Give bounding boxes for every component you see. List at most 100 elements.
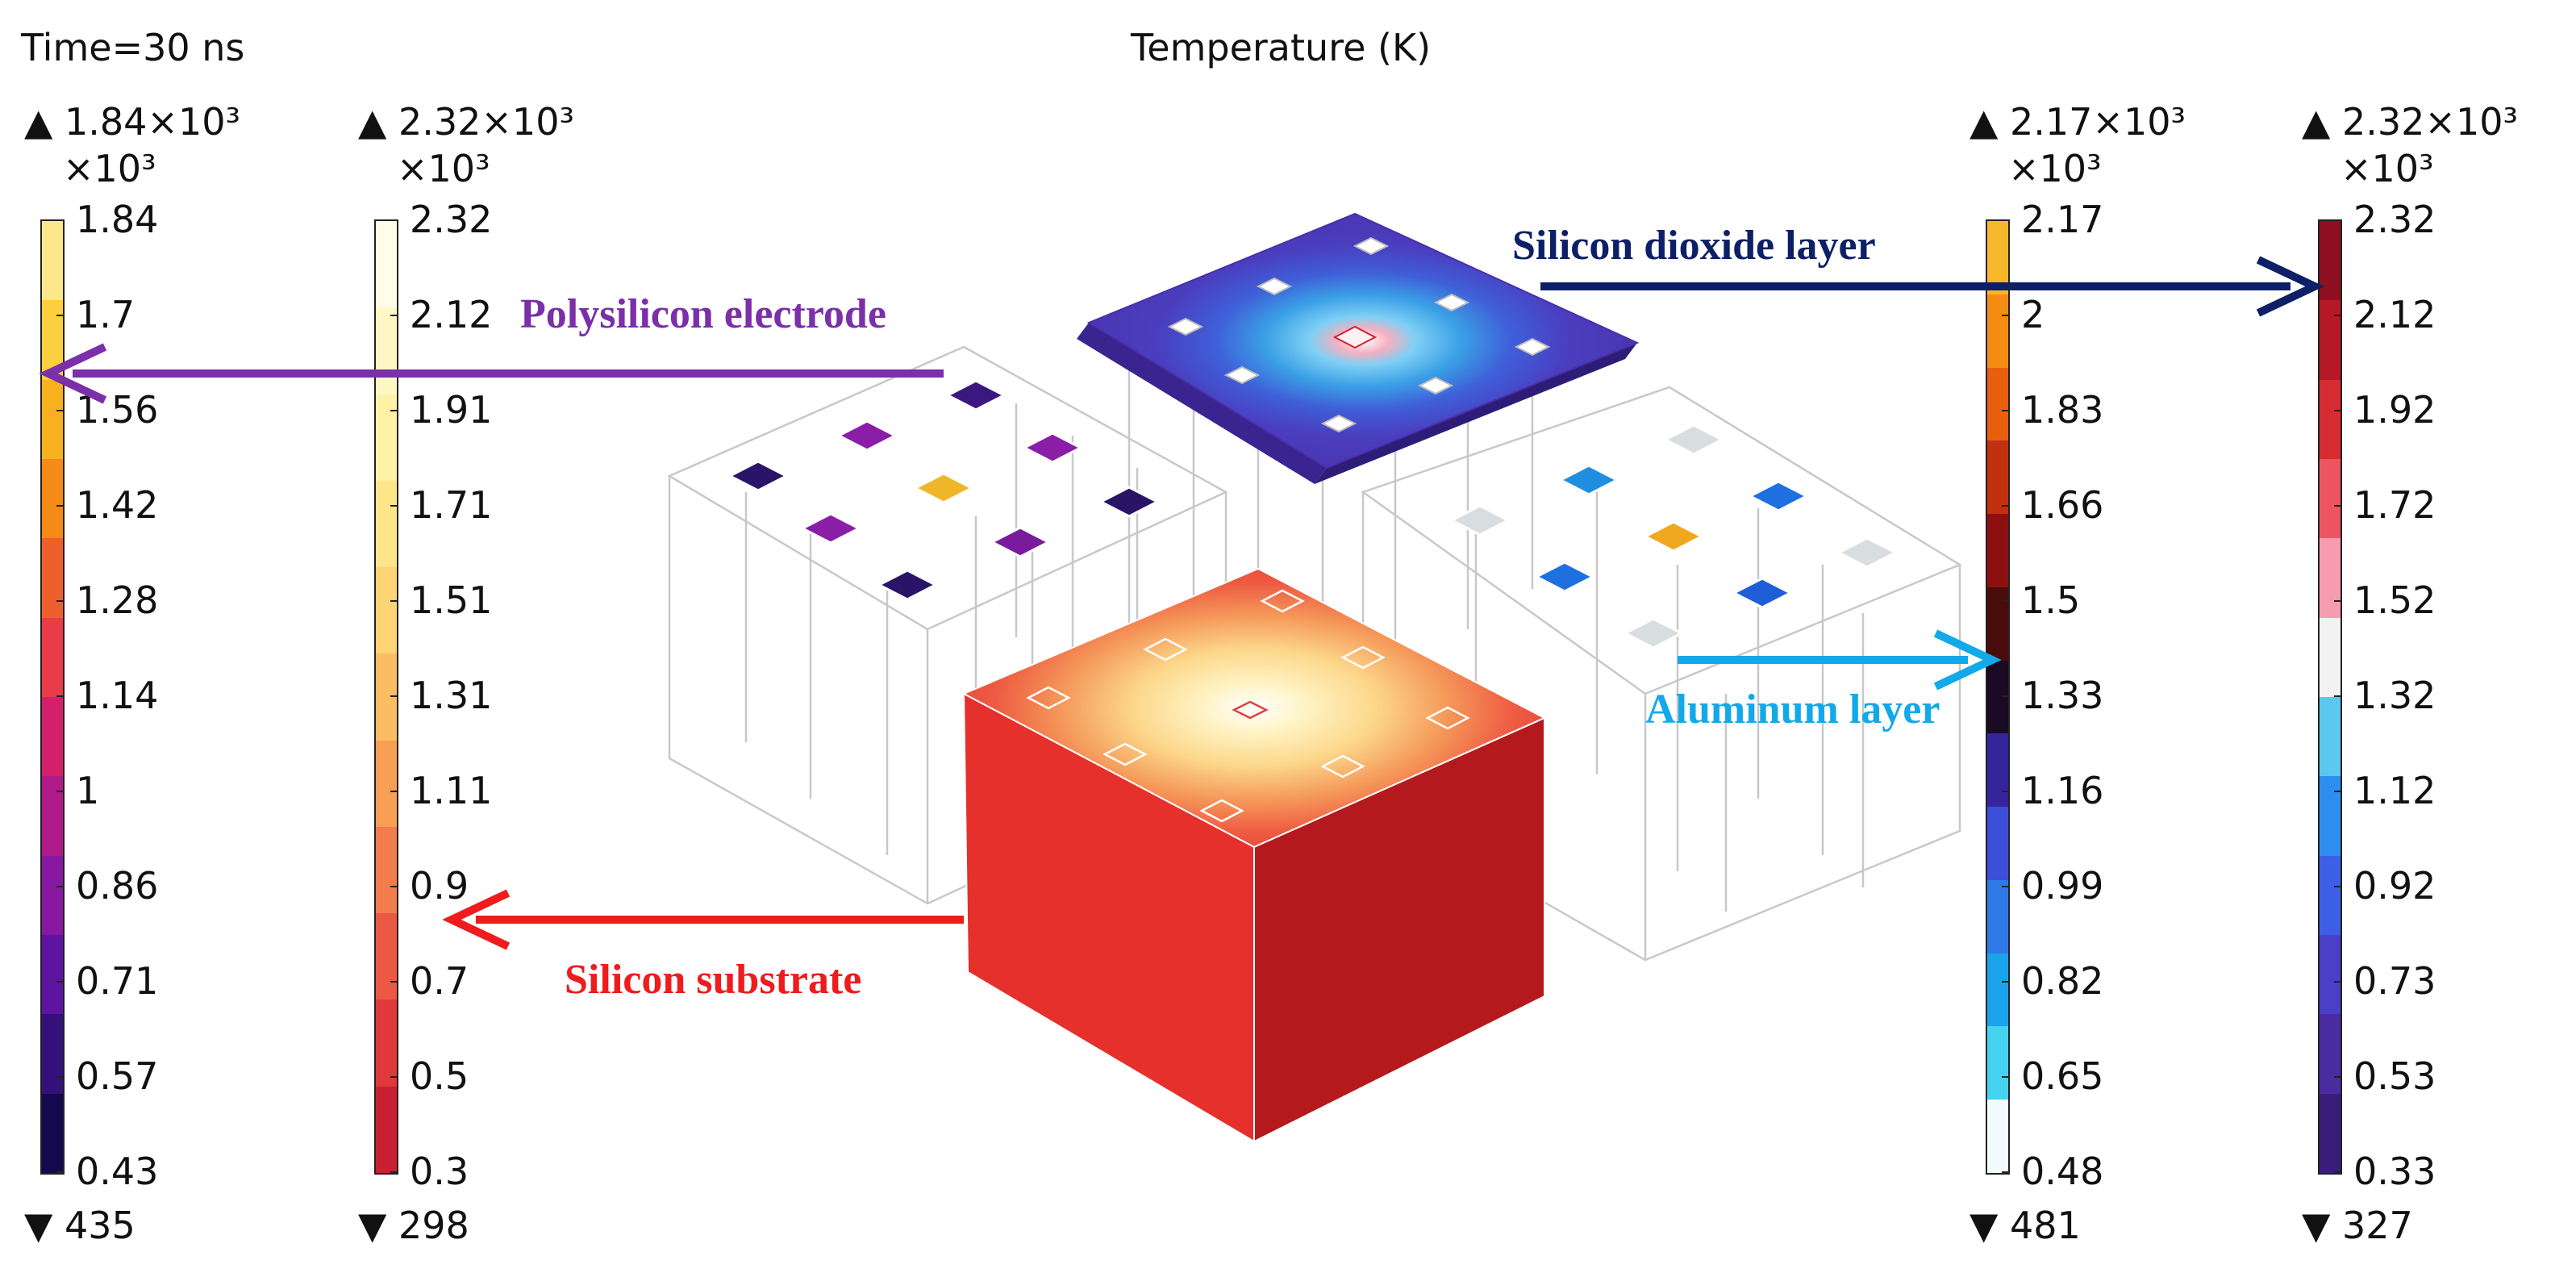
colorbar-tick-mark xyxy=(2334,315,2342,316)
colorbar-tick-mark xyxy=(56,1076,65,1078)
colorbar-multiplier: ×10³ xyxy=(2340,147,2434,190)
colorbar-tick-mark xyxy=(2002,981,2010,983)
colorbar-segment xyxy=(376,913,397,1000)
colorbar-tick-label: 0.7 xyxy=(410,959,469,1003)
colorbar-tick-mark xyxy=(2002,315,2010,316)
colorbar-tick-label: 0.86 xyxy=(76,864,159,908)
colorbar-tick-mark xyxy=(2002,886,2010,887)
aluminum-pads xyxy=(1448,424,1899,649)
colorbar-tick-mark xyxy=(56,600,65,602)
colorbar-tick-label: 1.42 xyxy=(76,483,159,527)
colorbar-segment xyxy=(1987,514,2008,588)
colorbar-segment xyxy=(2320,300,2340,381)
colorbar-tick-label: 2.17 xyxy=(2021,198,2104,241)
colorbar-segment xyxy=(376,480,397,568)
colorbar-segment xyxy=(42,776,63,857)
colorbar-tick-mark xyxy=(2334,1076,2342,1078)
colorbar-tick-label: 0.5 xyxy=(410,1054,469,1098)
colorbar-segment xyxy=(42,617,63,698)
colorbar-tick-mark xyxy=(390,886,398,887)
colorbar-segment xyxy=(376,826,397,914)
colorbar-segment xyxy=(1987,879,2008,954)
colorbar-tick-label: 0.48 xyxy=(2021,1150,2104,1193)
colorbar-tick-mark xyxy=(2002,410,2010,411)
colorbar-tick-label: 0.3 xyxy=(410,1150,469,1193)
colorbar-segment xyxy=(1987,586,2008,662)
colorbar-tick-label: 0.92 xyxy=(2353,864,2436,908)
colorbar-tick-label: 2 xyxy=(2021,293,2045,336)
polysilicon-arrow xyxy=(39,343,944,404)
colorbar-tick-label: 1.52 xyxy=(2353,578,2436,622)
colorbar-tick-label: 1 xyxy=(76,769,100,812)
time-label: Time=30 ns xyxy=(21,26,245,69)
colorbar-segment xyxy=(1987,733,2008,808)
colorbar-segment xyxy=(1987,440,2008,515)
colorbar-segment xyxy=(1987,1100,2008,1174)
colorbar-gradient xyxy=(374,219,398,1175)
colorbar-max-label: ▲ 2.17×10³ xyxy=(1970,100,2186,144)
colorbar-tick-mark xyxy=(2002,695,2010,697)
colorbar-segment xyxy=(2320,697,2340,777)
colorbar-tick-mark xyxy=(56,695,65,697)
colorbar-segment xyxy=(42,459,63,539)
colorbar-segment xyxy=(1987,953,2008,1027)
colorbar-multiplier: ×10³ xyxy=(63,147,156,190)
label-aluminum-layer: Aluminum layer xyxy=(1645,687,1940,732)
colorbar-tick-mark xyxy=(56,886,65,887)
colorbar-tick-mark xyxy=(390,315,398,316)
colorbar-tick-mark xyxy=(56,981,65,983)
colorbar-tick-label: 0.53 xyxy=(2353,1054,2436,1098)
colorbar-segment xyxy=(2320,459,2340,539)
colorbar-multiplier: ×10³ xyxy=(397,147,490,190)
colorbar-gradient xyxy=(1986,219,2010,1175)
colorbar-tick-label: 1.14 xyxy=(76,674,159,717)
colorbar-tick-label: 1.66 xyxy=(2021,483,2104,527)
colorbar-tick-mark xyxy=(390,505,398,507)
colorbar-tick-mark xyxy=(56,315,65,316)
colorbar-tick-label: 1.7 xyxy=(76,293,135,336)
colorbar-multiplier: ×10³ xyxy=(2008,147,2102,190)
colorbar-tick-mark xyxy=(2334,219,2342,221)
colorbar-tick-mark xyxy=(2334,695,2342,697)
colorbar-tick-mark xyxy=(2002,1171,2010,1173)
colorbar-segment xyxy=(42,221,63,301)
colorbar-segment xyxy=(1987,1026,2008,1100)
colorbar-tick-label: 0.33 xyxy=(2353,1150,2436,1193)
colorbar-tick-label: 1.91 xyxy=(410,388,493,432)
colorbar-segment xyxy=(42,379,63,460)
colorbar-tick-label: 1.12 xyxy=(2353,769,2436,812)
colorbar-segment xyxy=(42,1093,63,1174)
aluminum-arrow xyxy=(1678,629,2002,691)
colorbar-tick-mark xyxy=(2002,791,2010,792)
colorbar-tick-mark xyxy=(2002,219,2010,221)
colorbar-min-label: ▼ 298 xyxy=(358,1204,469,1247)
colorbar-segment xyxy=(42,697,63,777)
polysilicon-pads xyxy=(727,379,1161,601)
colorbar-tick-mark xyxy=(390,981,398,983)
label-silicon-substrate: Silicon substrate xyxy=(565,957,862,1003)
colorbar-tick-mark xyxy=(390,1171,398,1173)
colorbar-max-label: ▲ 2.32×10³ xyxy=(2302,100,2518,144)
colorbar-segment xyxy=(376,1000,397,1087)
colorbar-tick-label: 0.43 xyxy=(76,1150,159,1193)
colorbar-segment xyxy=(2320,379,2340,460)
colorbar-tick-mark xyxy=(2334,410,2342,411)
colorbar-tick-mark xyxy=(390,600,398,602)
oxide-arrow xyxy=(1540,256,2324,317)
colorbar-tick-label: 1.11 xyxy=(410,769,493,812)
colorbar-tick-mark xyxy=(2334,886,2342,887)
colorbar-tick-mark xyxy=(2002,600,2010,602)
colorbar-tick-label: 1.5 xyxy=(2021,578,2081,622)
colorbar-segment xyxy=(2320,617,2340,698)
colorbar-tick-mark xyxy=(390,791,398,792)
label-silicon-dioxide-layer: Silicon dioxide layer xyxy=(1512,223,1876,269)
colorbar-tick-mark xyxy=(390,695,398,697)
colorbar-tick-label: 0.71 xyxy=(76,959,159,1003)
colorbar-segment xyxy=(2320,538,2340,619)
colorbar-tick-mark xyxy=(390,219,398,221)
colorbar-segment xyxy=(42,855,63,936)
label-polysilicon-electrode: Polysilicon electrode xyxy=(520,291,886,337)
colorbar-segment xyxy=(2320,221,2340,301)
colorbar-tick-label: 2.12 xyxy=(2353,293,2436,336)
silicon-dioxide-plate xyxy=(1077,212,1640,484)
